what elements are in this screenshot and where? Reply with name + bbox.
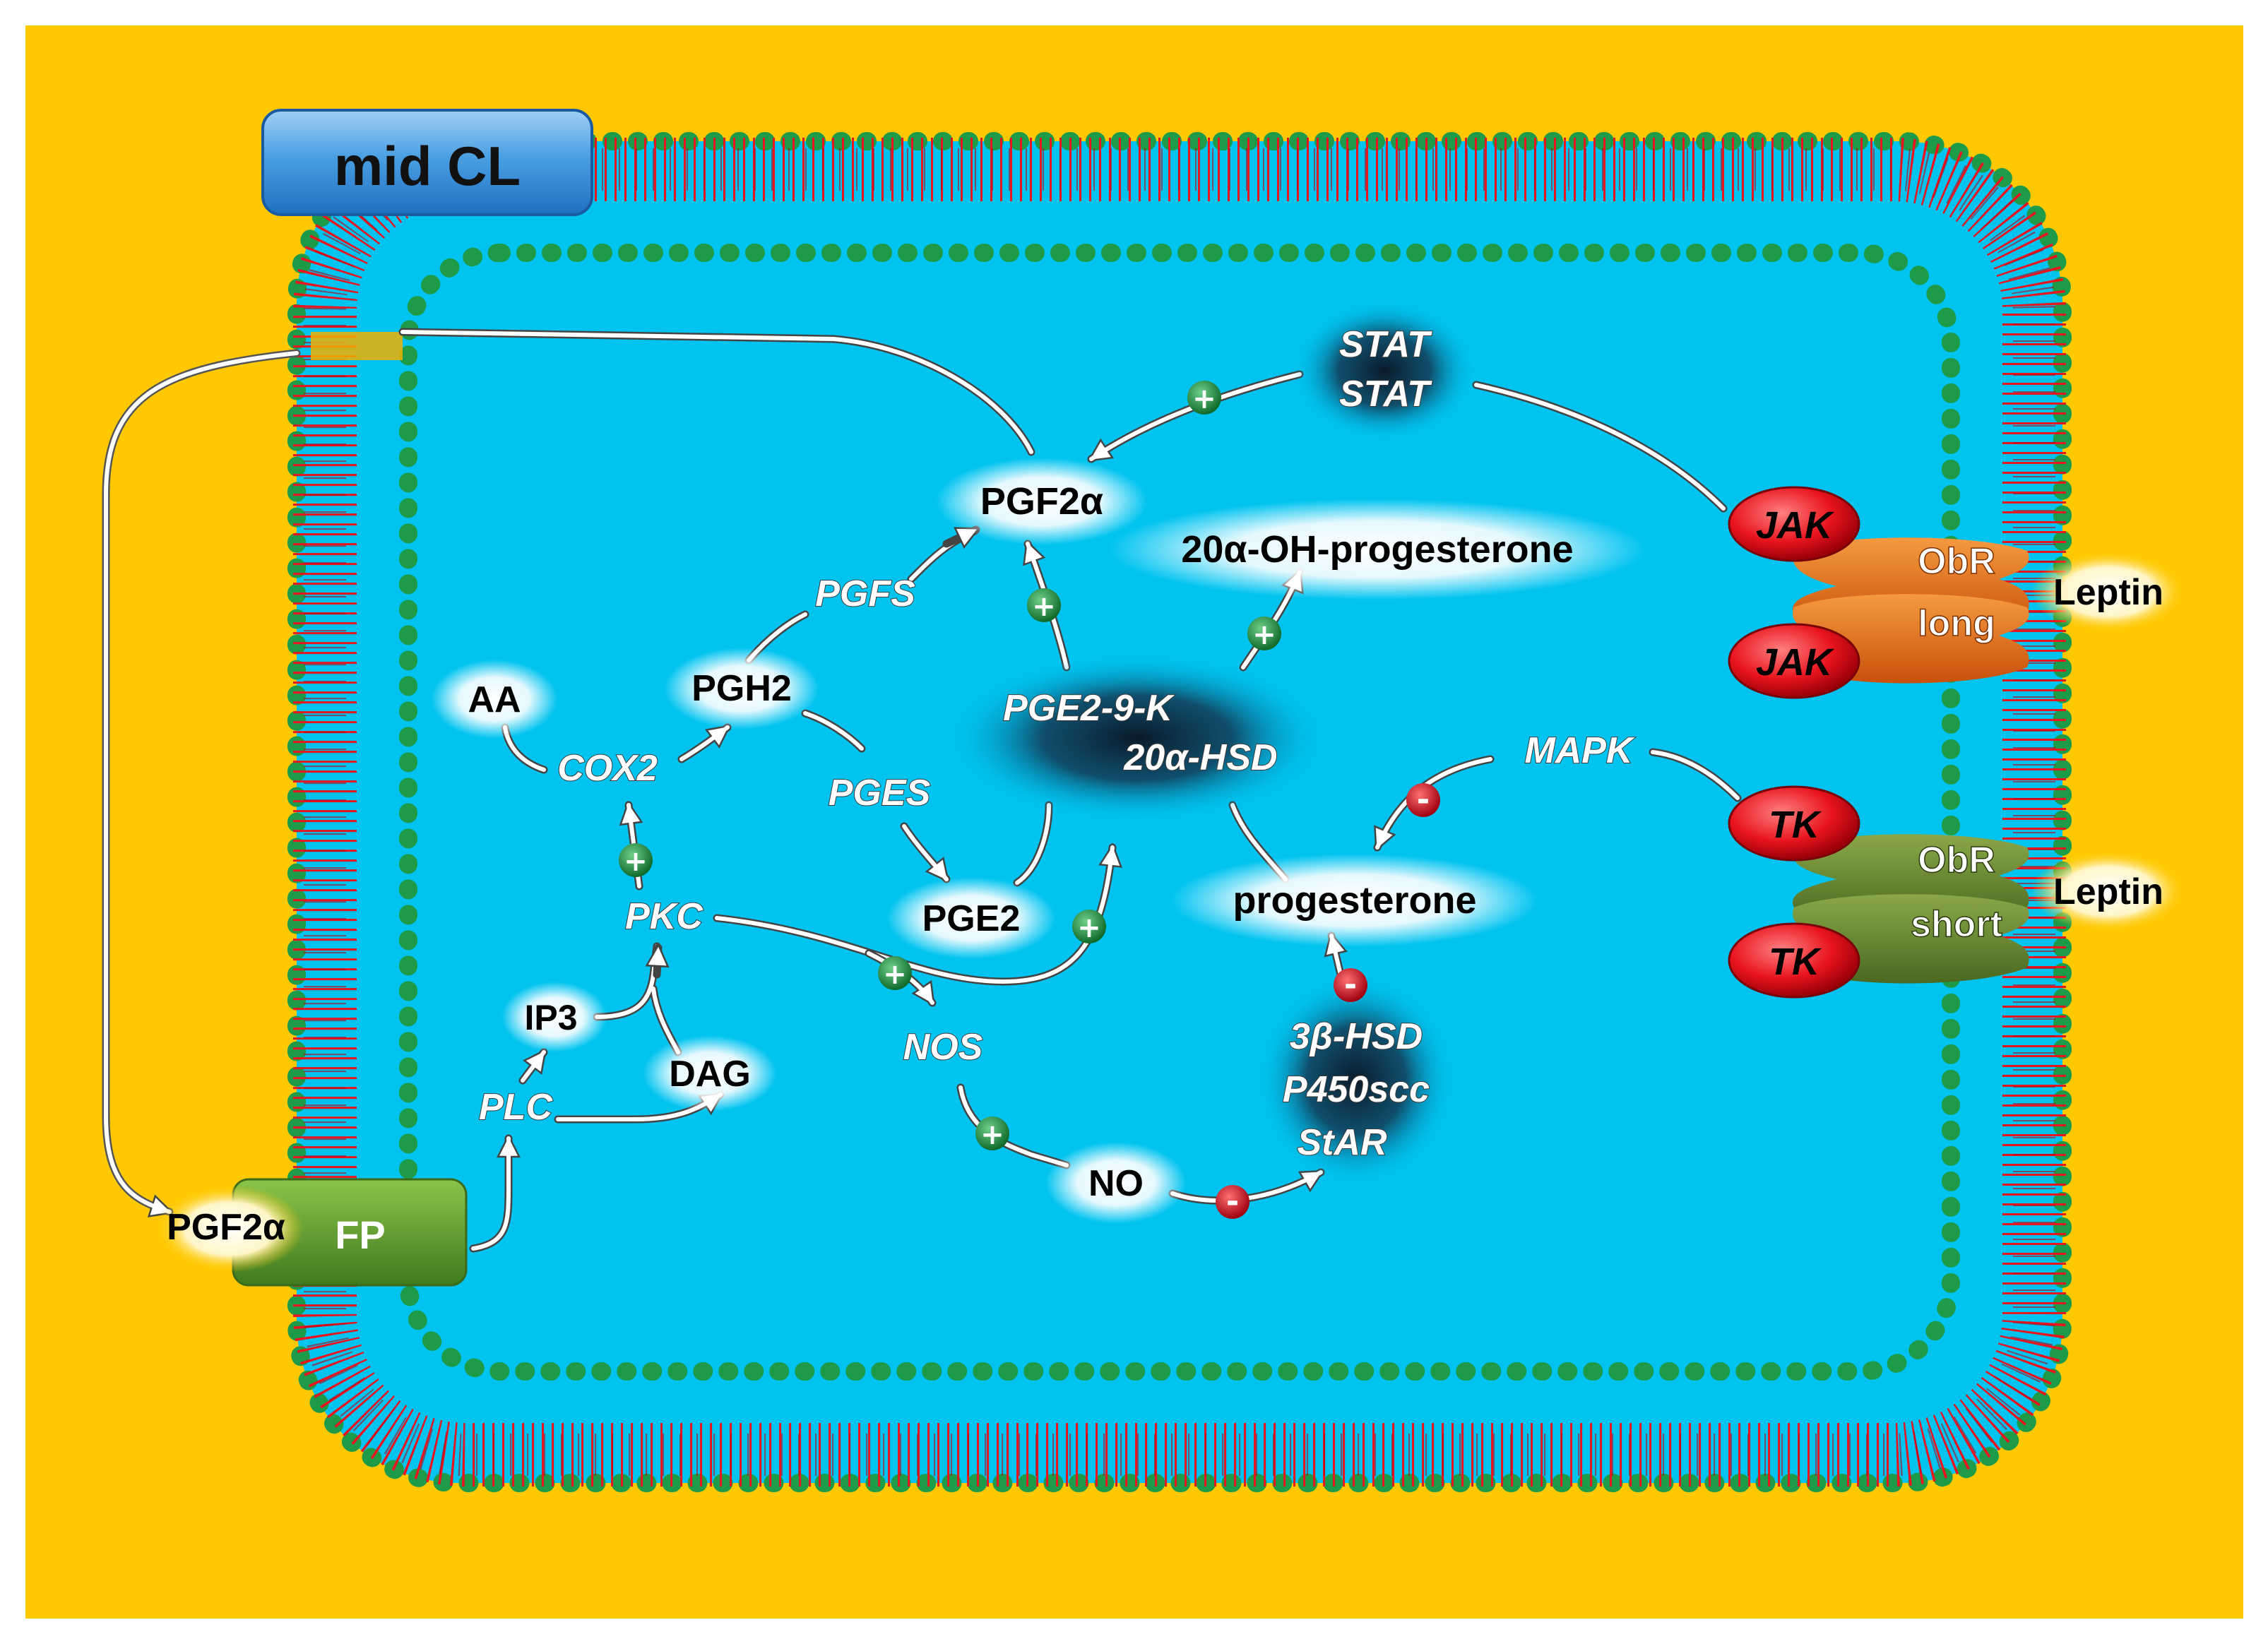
jak-kinase-2 — [1728, 623, 1860, 699]
glow-aa — [431, 660, 558, 739]
obr-long-label-2: long — [1918, 603, 1995, 644]
svg-text:+: + — [1192, 383, 1216, 415]
node-cox2: COX2 — [557, 748, 658, 789]
node-hsd3b: 3β-HSD — [1290, 1016, 1423, 1057]
glow-dag — [643, 1035, 777, 1112]
node-p450scc: P450scc — [1283, 1069, 1430, 1110]
obr-long-label-1: ObR — [1918, 541, 1995, 582]
node-stat-2: STAT — [1339, 374, 1432, 415]
tk-label-2: TK — [1769, 941, 1822, 983]
plus-badge-pge29k-pgf2a: + — [1027, 588, 1061, 623]
node-pges: PGES — [829, 773, 931, 814]
obr-short-label-1: ObR — [1918, 840, 1995, 881]
svg-text:+: + — [883, 958, 907, 991]
glow-pgf2a-top — [936, 458, 1148, 545]
leptin-long-bubble — [2031, 551, 2186, 633]
node-pkc: PKC — [625, 896, 703, 937]
fp-channel-highlight — [311, 332, 403, 360]
leptin-short-bubble — [2031, 850, 2186, 932]
svg-text:-: - — [1344, 967, 1357, 1003]
node-ip3: IP3 — [524, 998, 577, 1037]
fp-receptor: FP PGF2α — [155, 1178, 468, 1287]
glow-pgh2 — [664, 648, 819, 729]
glow-oh-progesterone — [1109, 499, 1646, 600]
pgf2a-ligand-bubble — [155, 1185, 304, 1273]
obr-long-receptor: ObR long Leptin — [1793, 537, 2186, 684]
minus-badge-no-star: - — [1216, 1184, 1249, 1220]
node-pge29k: PGE2-9-K — [1003, 688, 1175, 729]
plus-badge-nos-no: + — [975, 1116, 1009, 1151]
node-dag: DAG — [669, 1054, 751, 1095]
leptin-short-label: Leptin — [2053, 871, 2163, 912]
node-progesterone: progesterone — [1233, 879, 1476, 922]
node-aa: AA — [468, 679, 521, 720]
jak-label-2: JAK — [1756, 641, 1835, 684]
node-plc: PLC — [479, 1087, 553, 1128]
plus-badge-hsd20-oh-progesterone: + — [1247, 616, 1281, 651]
jak-kinase-1 — [1728, 486, 1860, 562]
obr-short-label-2: short — [1911, 904, 2002, 945]
node-pge2: PGE2 — [922, 898, 1021, 939]
title-box: mid CL — [261, 109, 593, 216]
regulation-badges: + + + + + + + - - - — [619, 381, 1440, 1220]
node-star: StAR — [1297, 1122, 1387, 1163]
node-stat-1: STAT — [1339, 324, 1432, 365]
svg-text:+: + — [980, 1119, 1004, 1151]
svg-text:+: + — [1252, 619, 1276, 651]
jak-label-1: JAK — [1756, 504, 1835, 547]
plus-badge-stat-pgf2a: + — [1187, 381, 1221, 415]
plus-badge-pkc-cox2: + — [619, 843, 653, 878]
glow-no — [1045, 1142, 1187, 1224]
node-oh-progesterone: 20α-OH-progesterone — [1181, 528, 1573, 571]
svg-text:+: + — [1032, 590, 1056, 623]
plus-badge-pkc-hsd20: + — [1072, 910, 1106, 944]
glow-progesterone — [1171, 854, 1538, 947]
tk-kinase-1 — [1728, 785, 1860, 862]
node-pgfs: PGFS — [815, 573, 915, 614]
node-pgf2a: PGF2α — [980, 480, 1103, 523]
glow-pge29k-hsd20 — [946, 653, 1328, 823]
minus-badge-steroidogenic-progesterone: - — [1334, 967, 1367, 1003]
node-no: NO — [1088, 1163, 1144, 1204]
node-nos: NOS — [903, 1027, 983, 1068]
title-text: mid CL — [334, 135, 521, 197]
svg-text:+: + — [1077, 912, 1101, 944]
svg-text:+: + — [624, 845, 648, 878]
svg-text:-: - — [1226, 1184, 1239, 1220]
leptin-long-label: Leptin — [2053, 572, 2163, 613]
glow-ip3 — [501, 982, 607, 1052]
minus-badge-mapk-progesterone: - — [1406, 782, 1440, 818]
fp-label: FP — [335, 1213, 386, 1257]
pathway-arrows — [102, 328, 1742, 1253]
node-pgh2: PGH2 — [691, 668, 792, 709]
glow-stat — [1293, 300, 1476, 441]
node-hsd20: 20α-HSD — [1123, 737, 1277, 778]
glow-pge2 — [886, 877, 1056, 959]
glow-steroidogenic — [1257, 975, 1455, 1186]
pgf2a-extracellular-label: PGF2α — [167, 1207, 285, 1248]
membrane-tail-pattern — [304, 148, 2055, 1476]
node-mapk: MAPK — [1524, 730, 1635, 771]
plus-badge-pkc-nos: + — [878, 956, 912, 991]
svg-text:-: - — [1417, 782, 1430, 818]
tk-label-1: TK — [1769, 804, 1822, 846]
kinases: JAK JAK TK TK — [1728, 486, 1860, 999]
tk-kinase-2 — [1728, 922, 1860, 999]
